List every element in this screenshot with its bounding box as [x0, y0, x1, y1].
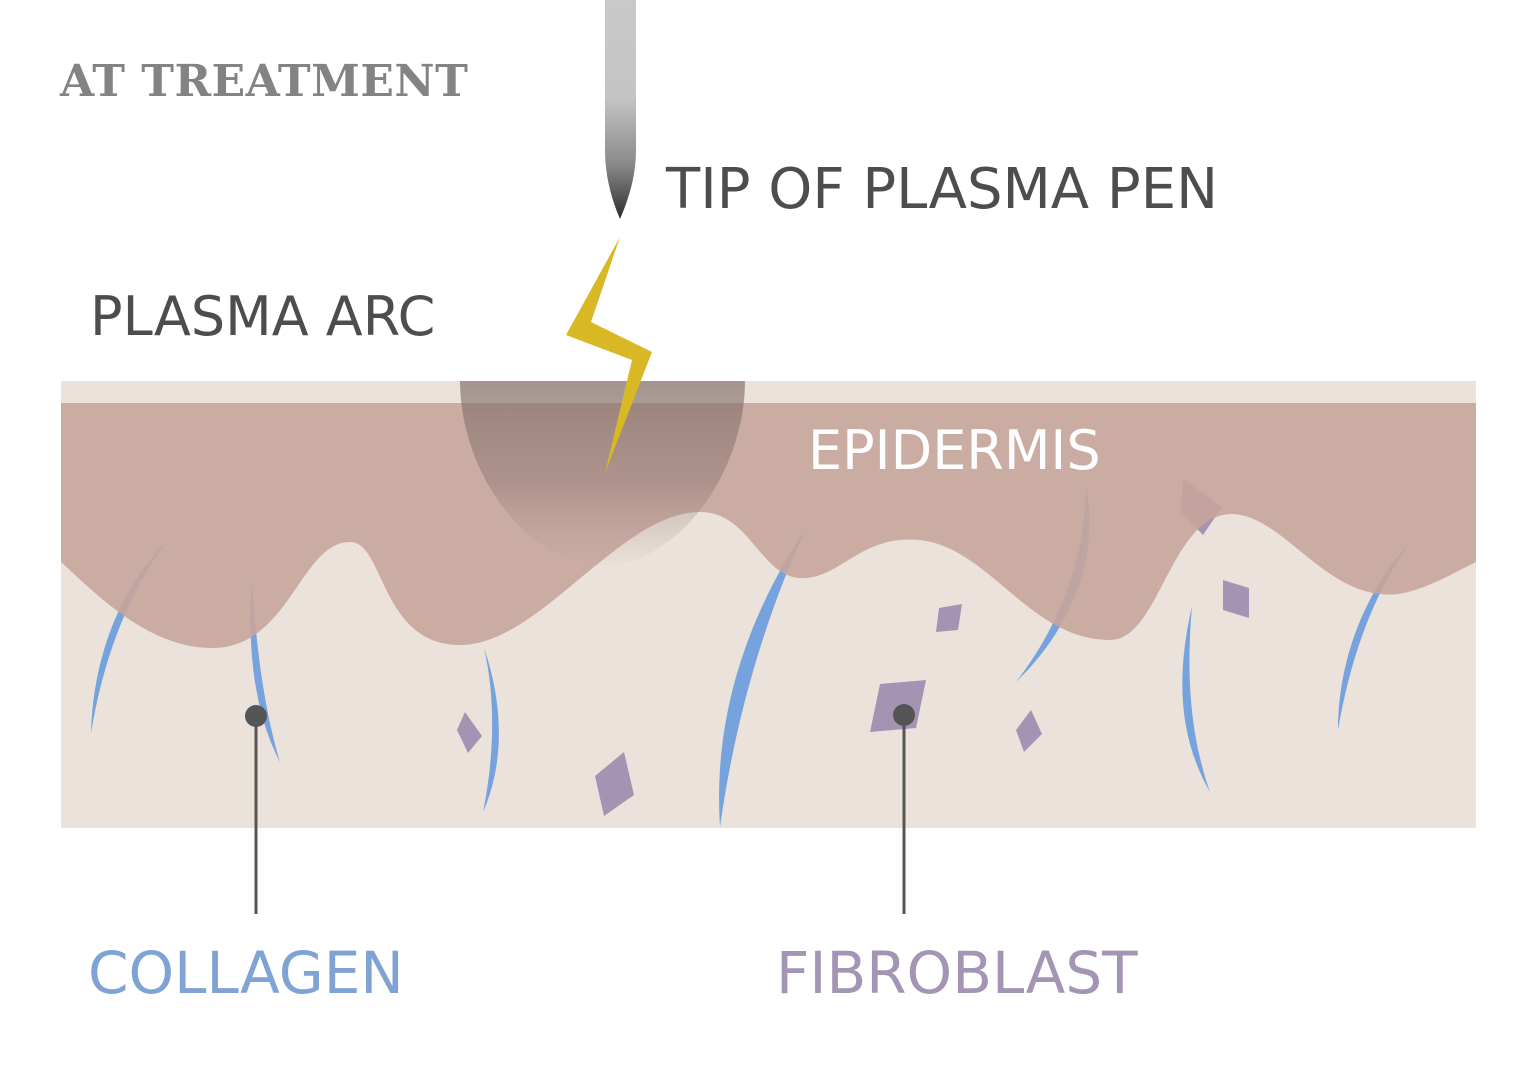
collagen-fiber — [719, 528, 806, 827]
fibroblast-cell — [936, 604, 962, 632]
collagen-fiber — [1182, 606, 1210, 792]
diagram-title: AT TREATMENT — [60, 56, 469, 107]
ablation-zone — [460, 381, 745, 565]
fibroblast-cell — [1223, 580, 1249, 618]
collagen-label: COLLAGEN — [88, 939, 404, 1007]
fibroblast-label: FIBROBLAST — [776, 939, 1138, 1007]
collagen-pointer-dot — [245, 705, 267, 727]
pointer-lines — [245, 704, 915, 914]
epidermis-label: EPIDERMIS — [808, 419, 1101, 482]
plasma-arc-label: PLASMA ARC — [90, 285, 436, 348]
epidermis-layer — [61, 403, 1476, 648]
fibroblast-cell — [457, 712, 482, 753]
skin-surface — [61, 381, 1476, 403]
collagen-fiber — [483, 648, 499, 812]
pen-tip-label: TIP OF PLASMA PEN — [666, 157, 1218, 222]
fibroblast-pointer-dot — [893, 704, 915, 726]
fibroblast-cell — [595, 752, 634, 816]
fibroblast-cell — [1016, 710, 1042, 752]
plasma-pen-needle-icon — [605, 0, 636, 219]
lightning-bolt-icon — [566, 237, 652, 473]
collagen-fiber — [250, 578, 280, 762]
